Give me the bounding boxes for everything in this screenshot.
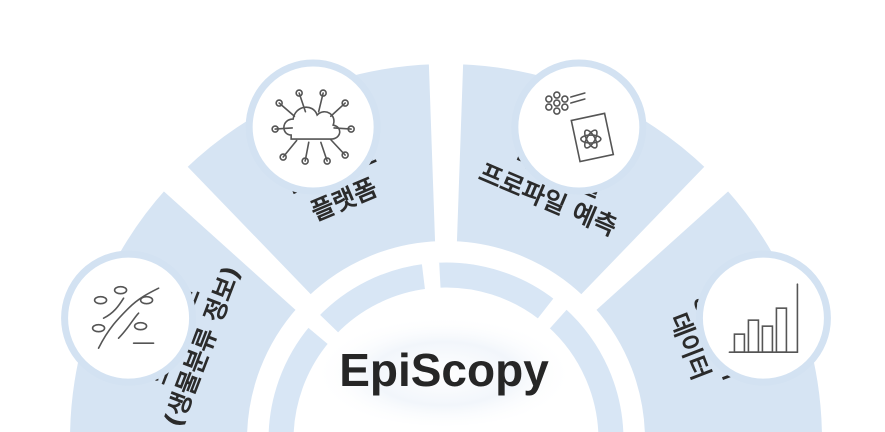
plant-sprouts-icon bbox=[61, 250, 197, 386]
inner-arc-segment bbox=[433, 257, 561, 326]
center-title: EpiScopy bbox=[339, 344, 549, 396]
inner-arc-segment bbox=[263, 320, 335, 432]
icon-circles bbox=[61, 59, 831, 386]
title-glow bbox=[314, 310, 574, 426]
bar-chart-icon bbox=[695, 250, 831, 386]
cloud-network-icon bbox=[245, 59, 381, 195]
inner-arc-segment bbox=[312, 258, 431, 340]
molecule-document-icon bbox=[511, 59, 647, 195]
